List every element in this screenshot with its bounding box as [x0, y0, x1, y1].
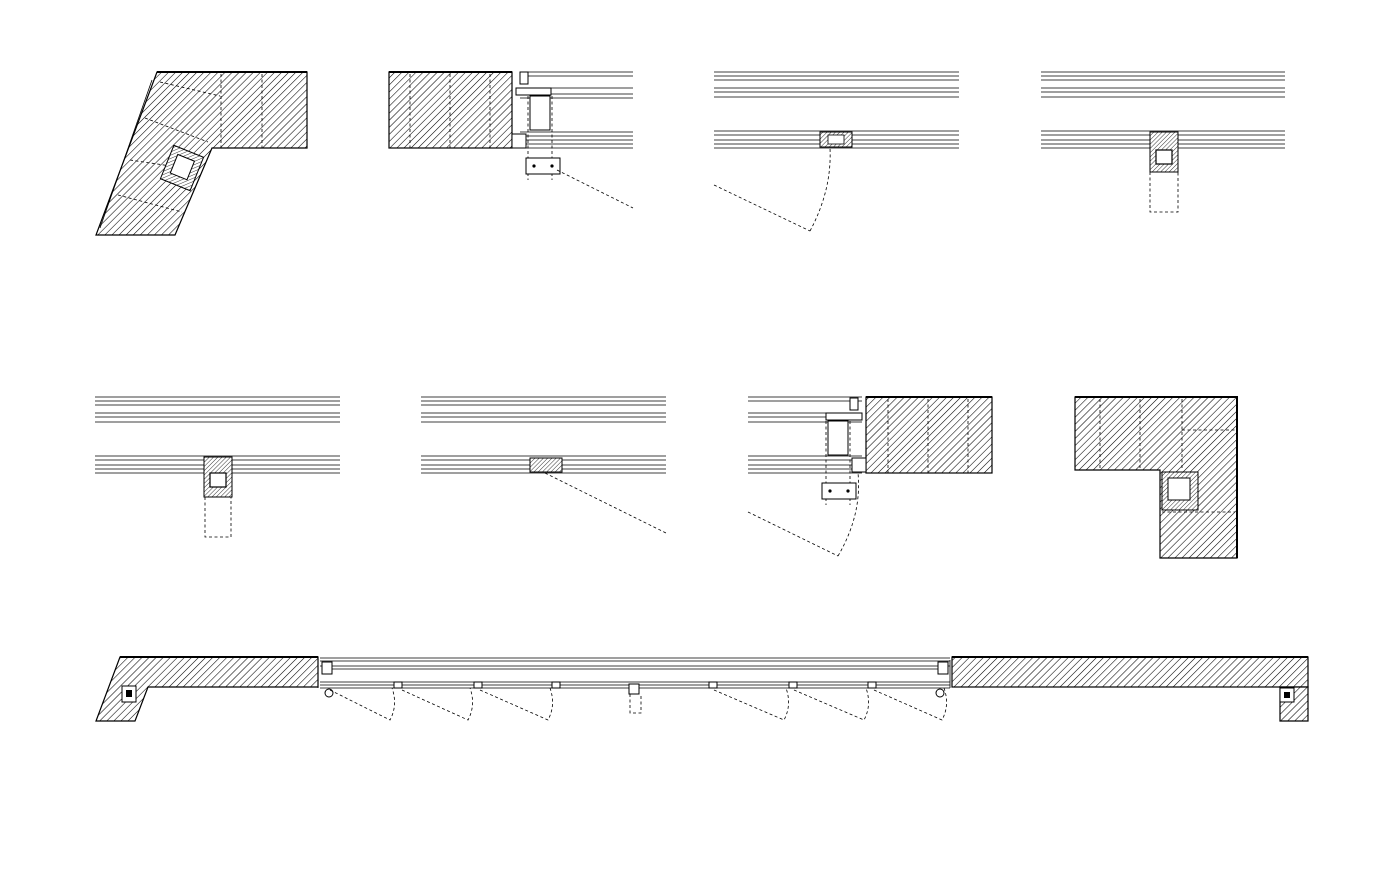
leaf-swing-arc [793, 687, 869, 721]
leaf-swing-arc [479, 687, 553, 721]
detail-track-post-a [1041, 71, 1285, 213]
detail-track-post-b [95, 396, 340, 538]
pivot-node [473, 681, 483, 689]
detail-wall-jamb-right [747, 396, 993, 557]
detail-wall-jamb-left [388, 71, 634, 209]
overall-plan [95, 656, 1309, 722]
leaf-swing-arc [873, 687, 947, 721]
detail-angled-corner [95, 71, 308, 236]
pivot-node [393, 681, 403, 689]
pivot-node [867, 681, 877, 689]
pivot-node [708, 681, 718, 689]
leaf-swing-arc [329, 687, 395, 721]
leaf-swing-arc [401, 687, 473, 721]
folding-leaves [329, 687, 947, 721]
leaf-swing-arc [713, 687, 789, 721]
detail-track-swing-right [421, 396, 667, 534]
pivot-node [551, 681, 561, 689]
embedded-post-profile [159, 144, 205, 192]
detail-square-corner [1074, 396, 1238, 559]
pivot-node [788, 681, 798, 689]
detail-track-swing-left [713, 71, 959, 232]
embedded-post-profile [1161, 471, 1199, 511]
